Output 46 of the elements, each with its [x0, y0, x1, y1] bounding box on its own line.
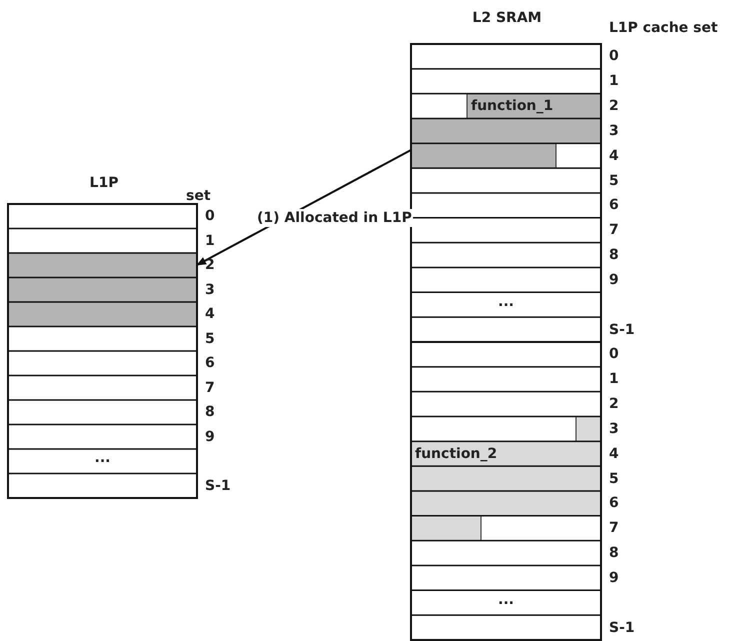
- column-heading: L1P: [90, 174, 118, 192]
- set-number: 6: [609, 494, 619, 512]
- set-number: 1: [205, 232, 215, 250]
- set-number: S-1: [609, 618, 635, 637]
- set-number: 2: [609, 97, 619, 116]
- set-number: 6: [205, 354, 215, 372]
- set-number: 3: [609, 420, 619, 438]
- set-number: 7: [205, 378, 215, 397]
- set-number: 0: [609, 345, 619, 364]
- column-heading: L1P cache set: [609, 19, 718, 37]
- column-heading: set: [186, 187, 211, 205]
- set-number: 8: [205, 403, 215, 422]
- set-number: S-1: [609, 320, 635, 339]
- ellipsis: ...: [498, 292, 514, 311]
- set-number: 6: [609, 196, 619, 214]
- ellipsis: ...: [498, 590, 514, 609]
- set-number: 2: [205, 256, 215, 274]
- memory-block: [411, 416, 601, 541]
- set-number: 5: [609, 470, 619, 488]
- set-number: 4: [205, 305, 215, 324]
- set-number: 8: [609, 246, 619, 264]
- set-number: 4: [609, 444, 619, 463]
- block-label: function_2: [415, 444, 498, 463]
- set-number: 0: [609, 47, 619, 66]
- set-number: 7: [609, 221, 619, 240]
- set-number: 5: [609, 172, 619, 190]
- memory-block: [411, 94, 601, 168]
- edge-label: (1) Allocated in L1P: [256, 209, 413, 227]
- set-number: 5: [205, 330, 215, 348]
- set-number: 1: [609, 370, 619, 388]
- set-number: 9: [609, 270, 619, 289]
- set-number: 3: [205, 280, 215, 299]
- set-number: 0: [205, 207, 215, 226]
- ellipsis: ...: [94, 449, 110, 468]
- set-number: 9: [609, 568, 619, 587]
- set-number: 2: [609, 395, 619, 414]
- set-number: 4: [609, 146, 619, 165]
- set-number: 7: [609, 519, 619, 538]
- set-number: S-1: [205, 476, 231, 495]
- set-number: 3: [609, 122, 619, 140]
- set-number: 9: [205, 428, 215, 446]
- column-heading: L2 SRAM: [472, 9, 542, 27]
- cache-block: [8, 253, 197, 326]
- block-label: function_1: [471, 97, 554, 116]
- set-number: 8: [609, 544, 619, 562]
- set-number: 1: [609, 72, 619, 90]
